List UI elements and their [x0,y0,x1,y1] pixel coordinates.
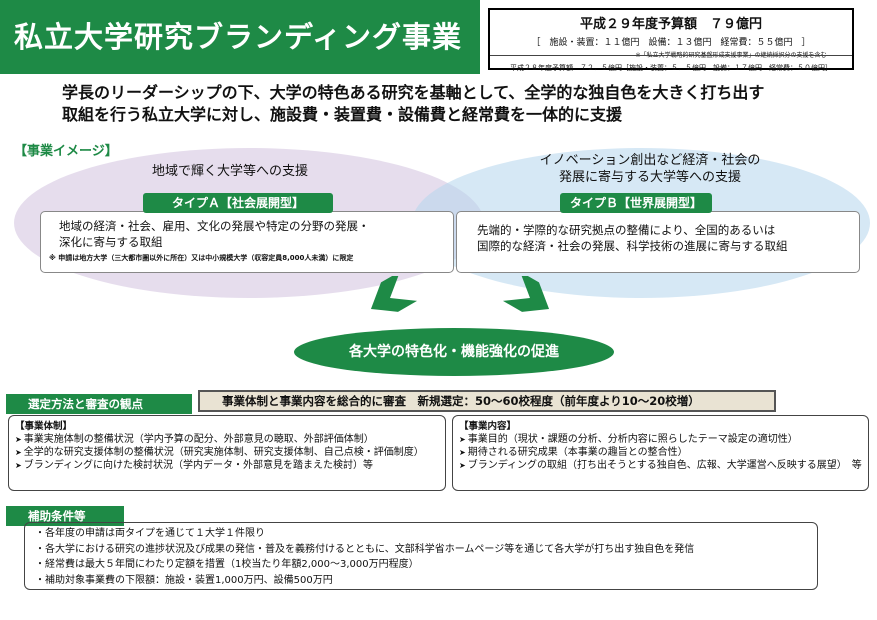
conditions-box: 各年度の申請は両タイプを通じて１大学１件限り 各大学における研究の進捗状況及び成… [24,522,818,590]
list-item: ブランディングの取組（打ち出そうとする独自色、広報、大学運営へ反映する展望） 等 [459,459,862,472]
type-a-desc-line-2: 深化に寄与する取組 [59,235,163,249]
list-item: 各大学における研究の進捗状況及び成果の発信・普及を義務付けるとともに、文部科学省… [35,542,807,558]
content-heading: 【事業内容】 [459,421,517,432]
type-b-support-line-1: イノベーション創出など経済・社会の [539,153,761,168]
right-chevron-icon [502,276,550,312]
type-a-support-text: 地域で輝く大学等への支援 [152,164,309,179]
type-a-description-box: 地域の経済・社会、雇用、文化の発展や特定の分野の発展・ 深化に寄与する取組 ※ … [40,211,454,273]
list-item: 全学的な研究支援体制の整備状況（研究実施体制、研究支援体制、自己点検・評価制度） [15,446,439,459]
content-list: 事業目的（現状・課題の分析、分析内容に照らしたテーマ設定の適切性） 期待される研… [459,433,862,472]
budget-total: 平成２９年度予算額 ７９億円 [579,17,762,32]
type-b-description-box: 先端的・学際的な研究拠点の整備により、全国的あるいは 国際的な経済・社会の発展、… [456,211,860,273]
budget-breakdown: ［ 施設・装置：１１億円 設備：１３億円 経常費：５５億円 ］ [531,38,811,48]
budget-box: 平成２９年度予算額 ７９億円 ［ 施設・装置：１１億円 設備：１３億円 経常費：… [488,8,854,72]
lead-line-1: 学長のリーダーシップの下、大学の特色ある研究を基軸として、全学的な独自色を大きく… [62,83,765,102]
conditions-list: 各年度の申請は両タイプを通じて１大学１件限り 各大学における研究の進捗状況及び成… [35,526,807,588]
list-item: 事業目的（現状・課題の分析、分析内容に照らしたテーマ設定の適切性） [459,433,862,446]
list-item: 補助対象事業費の下限額：施設・装置1,000万円、設備500万円 [35,573,807,589]
lead-text: 学長のリーダーシップの下、大学の特色ある研究を基軸として、全学的な独自色を大きく… [62,82,842,126]
type-b-desc-line-2: 国際的な経済・社会の発展、科学技術の進展に寄与する取組 [477,239,788,253]
conditions-section-tab: 補助条件等 [6,506,124,526]
list-item: 期待される研究成果（本事業の趣旨との整合性） [459,446,862,459]
left-chevron-icon [370,276,418,312]
type-a-desc-line-1: 地域の経済・社会、雇用、文化の発展や特定の分野の発展・ [59,219,370,233]
type-b-support-line-2: 発展に寄与する大学等への支援 [558,170,741,185]
lead-line-2: 取組を行う私立大学に対し、施設費・装置費・設備費と経常費を一体的に支援 [62,105,623,124]
review-summary-bar: 事業体制と事業内容を総合的に審査 新規選定：50～60校程度（前年度より10～2… [198,390,776,412]
promotion-ellipse: 各大学の特色化・機能強化の促進 [294,328,614,376]
type-b-support-text: イノベーション創出など経済・社会の 発展に寄与する大学等への支援 [500,152,800,186]
page-title: 私立大学研究ブランディング事業 [0,0,480,74]
image-section-label: 【事業イメージ】 [14,144,118,159]
structure-heading: 【事業体制】 [15,421,73,432]
structure-list: 事業実施体制の整備状況（学内予算の配分、外部意見の聴取、外部評価体制） 全学的な… [15,433,439,472]
budget-divider [490,55,852,56]
list-item: 各年度の申請は両タイプを通じて１大学１件限り [35,526,807,542]
converge-arrows-icon [370,276,550,312]
list-item: 経常費は最大５年間にわたり定額を措置（1校当たり年額2,000～3,000万円程… [35,557,807,573]
type-a-eligibility-note: ※ 申請は地方大学（三大都市圏以外に所在）又は中小規模大学（収容定員8,000人… [49,254,354,262]
type-a-label: タイプＡ【社会展開型】 [143,193,333,213]
budget-previous-year: 平成２８年度予算額 ７２．５億円［施設・装置：５．５億円 設備：１７億円 経常費… [510,64,832,72]
content-criteria-panel: 【事業内容】 事業目的（現状・課題の分析、分析内容に照らしたテーマ設定の適切性）… [452,415,869,491]
type-b-label: タイプＢ【世界展開型】 [560,193,712,213]
list-item: 事業実施体制の整備状況（学内予算の配分、外部意見の聴取、外部評価体制） [15,433,439,446]
type-b-desc-line-1: 先端的・学際的な研究拠点の整備により、全国的あるいは [477,223,776,237]
selection-section-tab: 選定方法と審査の観点 [6,394,192,414]
structure-criteria-panel: 【事業体制】 事業実施体制の整備状況（学内予算の配分、外部意見の聴取、外部評価体… [8,415,446,491]
list-item: ブランディングに向けた検討状況（学内データ・外部意見を踏まえた検討）等 [15,459,439,472]
